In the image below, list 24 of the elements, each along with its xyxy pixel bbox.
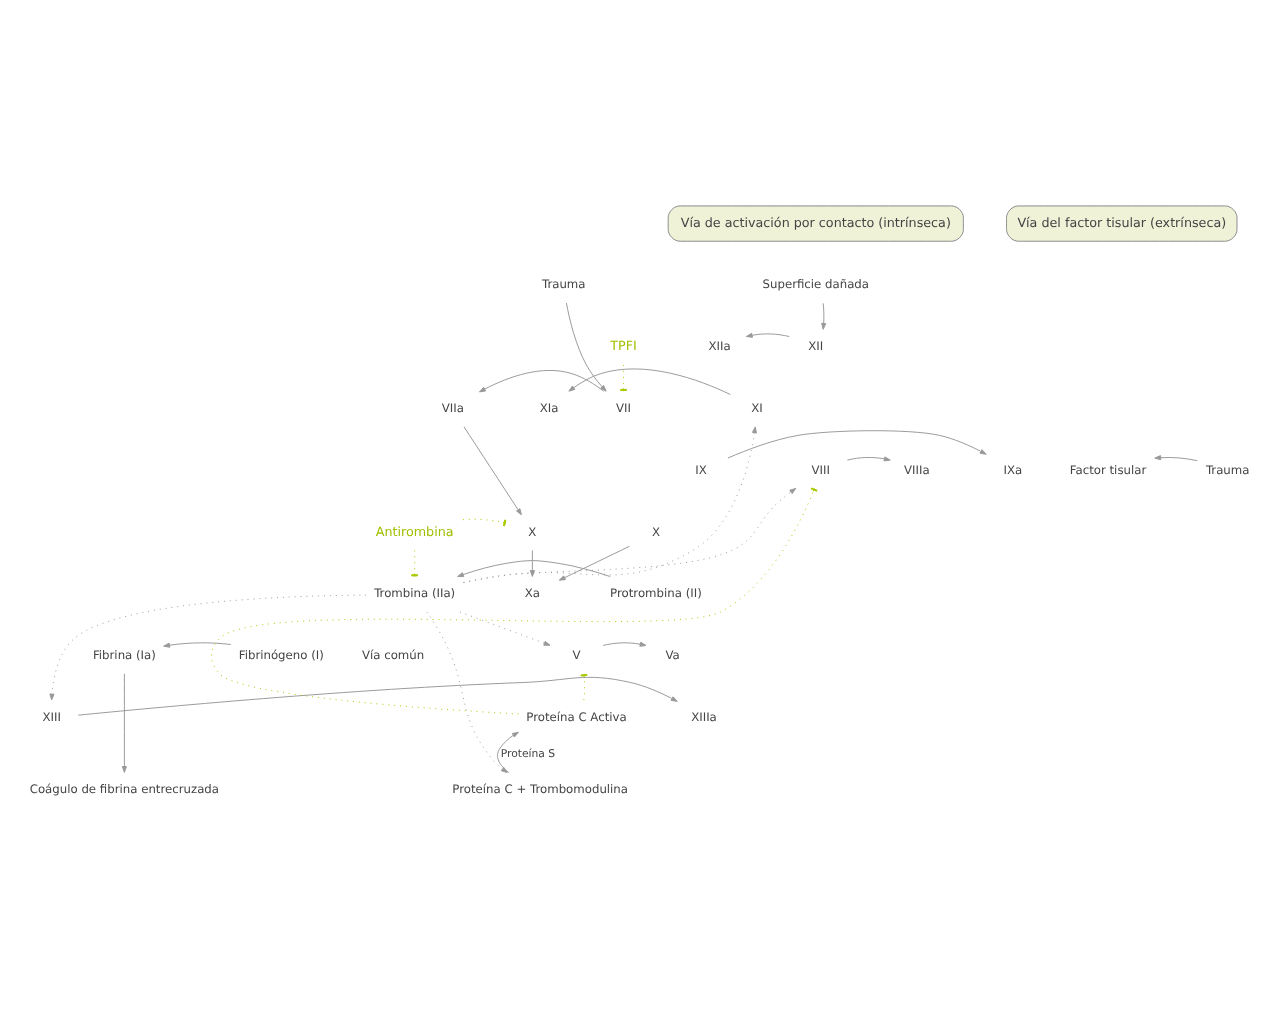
arrow [745,331,790,337]
arrow [1154,454,1198,461]
arrow [497,730,519,773]
arrow [727,429,987,458]
arrow [426,610,508,773]
arrow [478,368,605,392]
arrow [529,548,535,576]
arrow [462,486,797,582]
connector [462,517,507,526]
arrow [49,593,367,700]
arrow [846,455,891,461]
connector [211,486,818,714]
arrow [463,425,757,583]
arrow [121,672,127,772]
arrow [163,641,232,647]
arrow [463,425,522,515]
arrow [602,640,647,646]
arrow [821,301,827,329]
arrow [558,544,630,580]
arrow [457,559,611,577]
arrow [565,301,607,391]
arrow [77,675,678,715]
arrow [459,610,551,645]
connector [580,672,588,700]
